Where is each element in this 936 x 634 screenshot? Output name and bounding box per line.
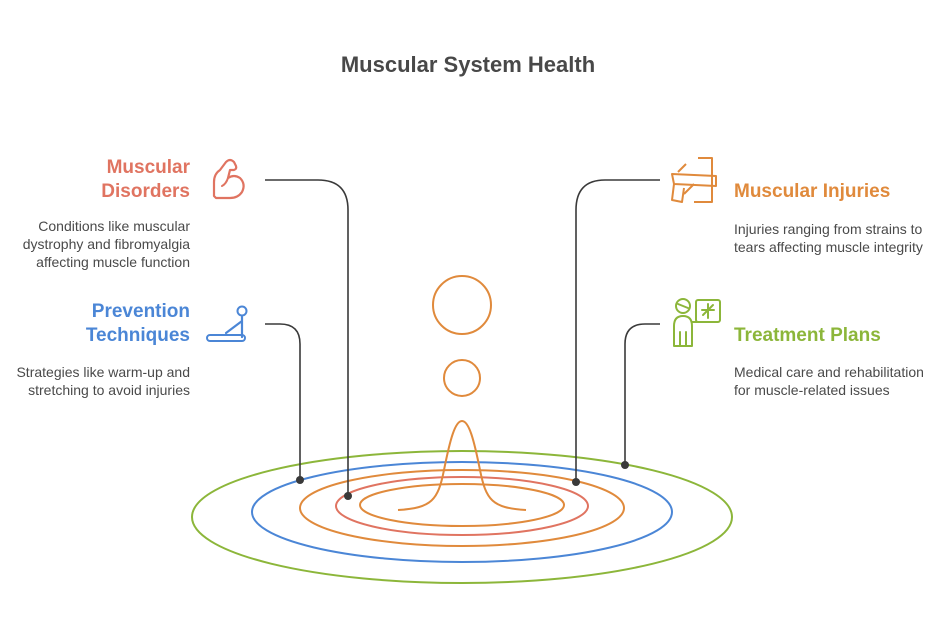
connector-dot-disorders (344, 492, 352, 500)
connector-disorders (265, 179, 349, 496)
disorders-heading: Muscular Disorders (101, 157, 190, 202)
connector-treatment (624, 323, 660, 465)
ripple-injuries (299, 469, 625, 547)
ripple-prevention (251, 461, 673, 563)
orb-small (443, 359, 481, 397)
bandaged-limb-icon (671, 157, 717, 203)
prevention-description: Strategies like warm-up and stretching t… (16, 364, 190, 398)
ripple-inner (359, 483, 565, 527)
flexed-arm-icon (212, 158, 245, 200)
connector-injuries (575, 179, 660, 482)
treatment-description: Medical care and rehabilitation for musc… (734, 364, 924, 398)
connector-dot-treatment (621, 461, 629, 469)
connector-dot-injuries (572, 478, 580, 486)
treatment-heading: Treatment Plans (734, 325, 881, 346)
stretching-person-icon (206, 305, 248, 342)
ripple-treatment (191, 450, 733, 584)
ripple-disorders (335, 476, 589, 536)
connector-prevention (265, 323, 301, 480)
disorders-description: Conditions like muscular dystrophy and f… (22, 218, 190, 270)
droplet-peak (397, 419, 527, 511)
doctor-xray-icon (673, 298, 721, 347)
orb-large (432, 275, 492, 335)
injuries-description: Injuries ranging from strains to tears a… (734, 221, 923, 255)
connector-dot-prevention (296, 476, 304, 484)
prevention-heading: Prevention Techniques (85, 301, 190, 346)
injuries-heading: Muscular Injuries (734, 181, 891, 202)
page-title: Muscular System Health (340, 52, 596, 77)
